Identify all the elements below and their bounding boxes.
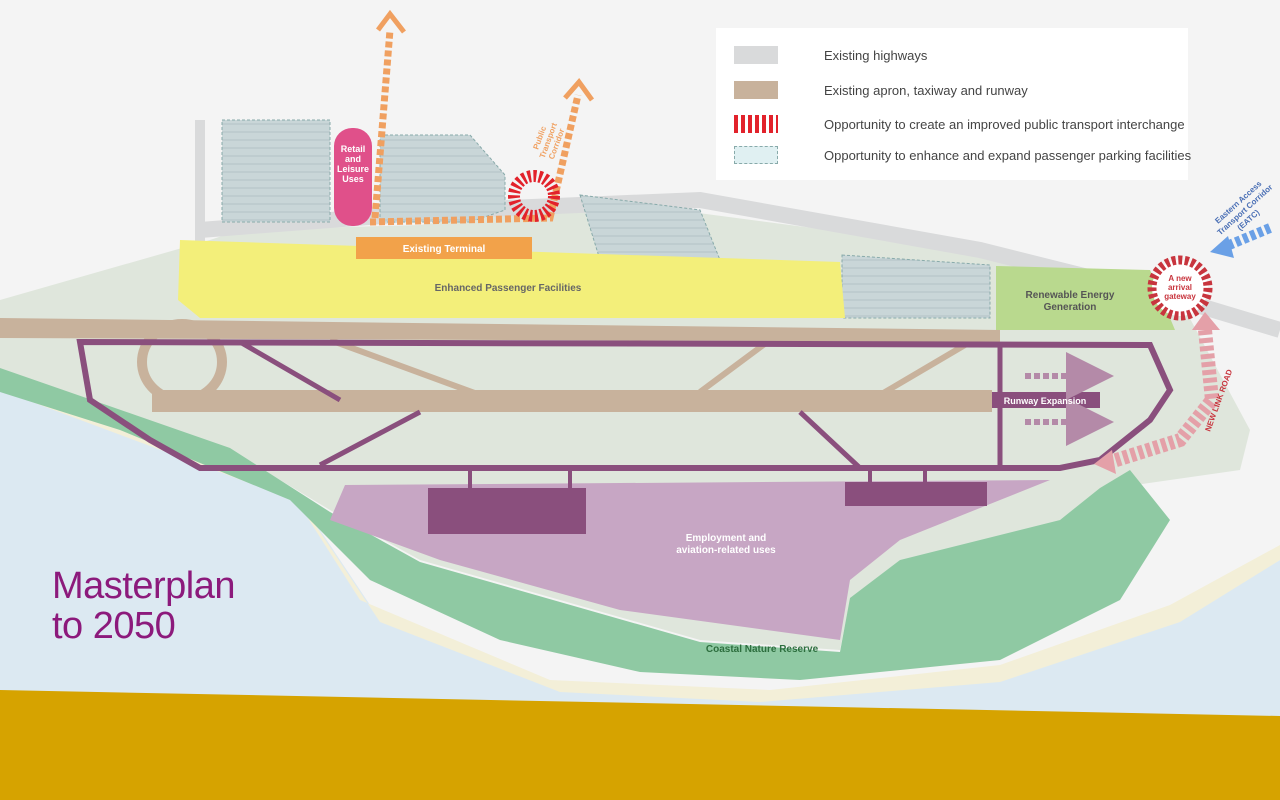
legend-label: Opportunity to enhance and expand passen…: [824, 147, 1192, 163]
arrival-gateway-circle: [1147, 255, 1213, 321]
arrow-head: [1210, 236, 1234, 258]
taxiway-link: [238, 339, 1003, 470]
gateway-label-line2: arrival: [1168, 283, 1192, 292]
taxiway-link: [468, 468, 927, 488]
new-link-road: [1107, 329, 1220, 469]
enhanced-passenger-label: Enhanced Passenger Facilities: [435, 283, 582, 294]
footer-band: [0, 690, 1280, 800]
runway: [152, 390, 992, 412]
legend-item-apron: Existing apron, taxiway and runway: [734, 78, 1028, 102]
parking-area: [841, 254, 991, 319]
employment-building: [428, 488, 586, 534]
parking-area: [221, 119, 331, 223]
arrow-head: [1192, 312, 1220, 330]
legend-swatch-apron: [734, 81, 778, 99]
renewable-label-line1: Renewable Energy: [1026, 290, 1115, 301]
taxiway-link: [328, 337, 972, 398]
employment-building: [845, 482, 987, 506]
public-transport-corridor-arrow: [369, 94, 582, 226]
parking-area: [579, 194, 721, 261]
retail-leisure-area: [334, 128, 372, 226]
map-legend: Existing highways Existing apron, taxiwa…: [716, 28, 1191, 180]
enhanced-passenger-area: [178, 240, 845, 318]
legend-label: Existing highways: [824, 47, 928, 63]
title-line2: to 2050: [52, 605, 176, 647]
legend-label: Existing apron, taxiway and runway: [824, 82, 1028, 98]
retail-label-line2: and: [345, 154, 361, 164]
retail-label-line1: Retail: [341, 144, 366, 154]
transport-interchange-circle: [508, 170, 560, 222]
runway-expansion-label: Runway Expansion: [1004, 396, 1087, 406]
legend-item-highways: Existing highways: [734, 43, 927, 67]
coastal-nature-reserve: [0, 368, 1170, 680]
legend-swatch-highways: [734, 46, 778, 64]
page-title: Masterplan to 2050: [52, 566, 235, 646]
arrow-head: [563, 77, 595, 102]
sea: [0, 380, 1280, 800]
retail-corridor-arrow: [371, 29, 394, 219]
retail-label-line4: Uses: [342, 174, 364, 184]
renewable-energy-area: [996, 266, 1175, 330]
new-taxiway: [76, 338, 1174, 471]
legend-label: Opportunity to create an improved public…: [824, 116, 1185, 132]
arrow-head: [1094, 450, 1116, 474]
legend-swatch-parking: [734, 146, 778, 164]
legend-item-transport: Opportunity to create an improved public…: [734, 112, 1185, 136]
existing-terminal: [356, 237, 532, 259]
apron-taxiway: [0, 318, 1000, 342]
retail-label-line3: Leisure: [337, 164, 369, 174]
renewable-label-line2: Generation: [1044, 302, 1097, 313]
legend-item-parking: Opportunity to enhance and expand passen…: [734, 143, 1191, 167]
arrow-head: [376, 9, 406, 34]
title-line1: Masterplan: [52, 565, 235, 607]
gateway-label-line1: A new: [1168, 274, 1192, 283]
existing-terminal-label: Existing Terminal: [403, 244, 486, 255]
employment-label-line1: Employment and: [686, 533, 767, 544]
coastal-nature-reserve-label: Coastal Nature Reserve: [706, 644, 819, 655]
legend-swatch-transport: [734, 115, 778, 133]
employment-label-line2: aviation-related uses: [676, 545, 776, 556]
gateway-label-line3: gateway: [1164, 292, 1196, 301]
